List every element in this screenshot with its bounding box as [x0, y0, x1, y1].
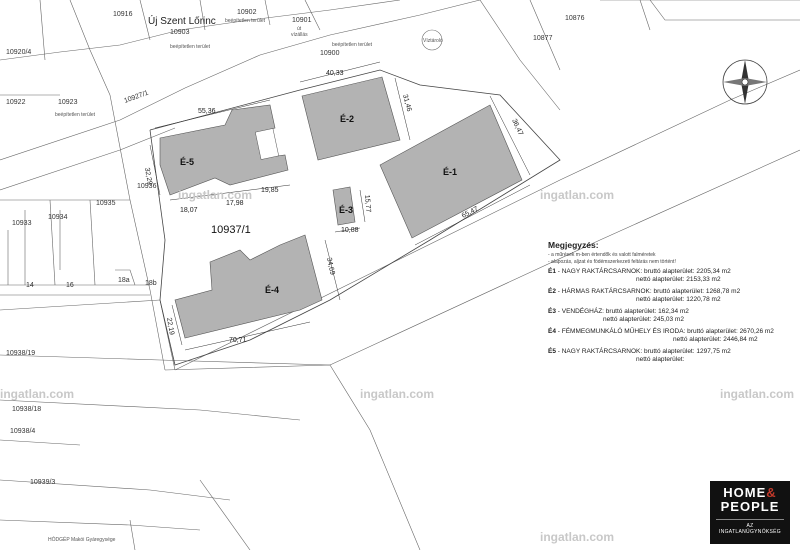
watermark: ingatlan.com — [720, 387, 794, 401]
legend-item-desc: - NAGY RAKTÁRCSARNOK: bruttó alapterület… — [555, 347, 731, 355]
parcel-label: 10935 — [96, 200, 116, 207]
brand-logo: HOME& PEOPLE AZ INGATLANÜGYNÖKSÉG — [710, 481, 790, 544]
parcel-label: 18b — [145, 280, 157, 287]
town-name: Új Szent Lőrinc — [148, 14, 216, 27]
north-arrow-icon — [722, 59, 768, 105]
watermark: ingatlan.com — [178, 188, 252, 202]
land-use-label: beépítetlen terület — [332, 42, 373, 48]
water-tower-icon — [421, 29, 443, 51]
legend-item-e3: É3 - VENDÉGHÁZ: bruttó alapterület: 162,… — [548, 308, 798, 316]
neighbor-label: HÓDGÉP Makói Gyáregysége — [48, 536, 116, 543]
parcel-label: 16 — [66, 282, 74, 289]
building-e2 — [301, 76, 401, 161]
parcel-label: 14 — [26, 282, 34, 289]
parcel-label: 10922 — [6, 99, 26, 106]
dimension-lines — [149, 61, 531, 351]
dimension-label: 15,77 — [363, 195, 372, 213]
legend-item-e5: É5 - NAGY RAKTÁRCSARNOK: bruttó alapterü… — [548, 348, 798, 356]
legend-item-e4: É4 - FÉMMEGMUNKÁLÓ MŰHELY ÉS IRODA: brut… — [548, 328, 798, 336]
legend-item-net: nettó alapterület: 2446,84 m2 — [673, 336, 758, 344]
legend-item-desc: - VENDÉGHÁZ: bruttó alapterület: 162,34 … — [555, 307, 689, 315]
legend-title: Megjegyzés: — [548, 240, 599, 250]
water-tower-label: Víztároló — [423, 38, 443, 44]
parcel-label: 10903 — [170, 29, 190, 36]
land-use-label: vízállás — [291, 32, 308, 38]
building-label-e2: É-2 — [340, 114, 354, 124]
watermark: ingatlan.com — [0, 387, 74, 401]
building-label-e3: É-3 — [339, 205, 353, 215]
parcel-label: 10923 — [58, 99, 78, 106]
building-e4 — [174, 234, 323, 339]
legend-item-desc: - FÉMMEGMUNKÁLÓ MŰHELY ÉS IRODA: bruttó … — [555, 327, 774, 335]
dimension-label: 31,46 — [401, 94, 412, 113]
dimension-label: 55,36 — [198, 108, 216, 115]
dimension-label: 10,88 — [341, 227, 359, 234]
watermark: ingatlan.com — [540, 530, 614, 544]
watermark: ingatlan.com — [540, 188, 614, 202]
legend-item-code: É5 — [548, 347, 556, 355]
legend-item-code: É3 — [548, 307, 556, 315]
land-use-label: beépítetlen terület — [55, 112, 96, 118]
buildings — [159, 76, 523, 339]
building-label-e1: É-1 — [443, 167, 457, 177]
dimension-label: 18,07 — [180, 207, 198, 214]
legend-item-code: É4 — [548, 327, 556, 335]
land-use-label: beépítetlen terület — [225, 18, 266, 24]
legend-item-desc: - HÁRMAS RAKTÁRCSARNOK: bruttó alapterül… — [555, 287, 741, 295]
dimension-label: 22,19 — [165, 317, 175, 336]
parcel-label: 10938/18 — [12, 406, 41, 413]
parcel-label: 10933 — [12, 220, 32, 227]
main-parcel-outline — [149, 69, 561, 366]
parcel-label: 10900 — [320, 50, 340, 57]
watermark: ingatlan.com — [360, 387, 434, 401]
parcel-label: 10927/1 — [123, 90, 149, 105]
parcel-label: 10876 — [565, 15, 585, 22]
legend-note: - alapozás, aljzat és födémszerkezeti fe… — [548, 258, 676, 265]
building-e3 — [332, 186, 356, 226]
dimension-label: 32,29 — [143, 167, 153, 186]
parcel-label: 10920/4 — [6, 49, 31, 56]
legend-item-code: É1 — [548, 268, 556, 276]
land-use-label: beépítetlen terület — [170, 44, 211, 50]
brand-ampersand: & — [766, 485, 777, 500]
dimension-label: 17,98 — [226, 200, 244, 207]
legend-item-net: nettó alapterület: 1220,78 m2 — [636, 296, 721, 304]
parcel-label: 10938/19 — [6, 350, 35, 357]
brand-word-home: HOME — [723, 485, 767, 500]
parcel-label: 10877 — [533, 35, 553, 42]
legend-item-e1: É1 - NAGY RAKTÁRCSARNOK: bruttó alapterü… — [548, 268, 798, 276]
dimension-label: 40,33 — [326, 70, 344, 77]
building-label-e5: É-5 — [180, 157, 194, 167]
dimension-label: 70,71 — [229, 337, 247, 344]
parcel-label: 18a — [118, 277, 130, 284]
legend-item-code: É2 — [548, 287, 556, 295]
legend-item-e2: É2 - HÁRMAS RAKTÁRCSARNOK: bruttó alapte… — [548, 288, 798, 296]
main-parcel-number: 10937/1 — [211, 224, 251, 236]
dimension-label: 36,47 — [510, 118, 524, 137]
building-label-e4: É-4 — [265, 285, 279, 295]
dimension-label: 19,85 — [261, 187, 279, 194]
parcel-label: 10938/4 — [10, 428, 35, 435]
land-use-label: út — [297, 26, 302, 32]
legend-panel: Megjegyzés: - a műrések m-ben értendők é… — [548, 240, 798, 364]
parcel-label: 10939/3 — [30, 479, 55, 486]
legend-item-desc: - NAGY RAKTÁRCSARNOK: bruttó alapterület… — [555, 268, 731, 276]
building-e1 — [379, 104, 523, 239]
parcel-label: 10916 — [113, 11, 133, 18]
parcel-label: 10934 — [48, 214, 68, 221]
courtyard — [254, 128, 280, 160]
parcel-label: 10902 — [237, 9, 257, 16]
parcel-label: 10936 — [137, 183, 157, 190]
legend-item-net: nettó alapterület: — [636, 355, 685, 363]
brand-tagline: AZ INGATLANÜGYNÖKSÉG — [716, 519, 784, 535]
parcel-label: 10901 — [292, 17, 312, 24]
legend-note: - a műrések m-ben értendők és valott fal… — [548, 252, 656, 259]
brand-word-people: PEOPLE — [720, 499, 780, 514]
legend-item-net: nettó alapterület: 2153,33 m2 — [636, 276, 721, 284]
dimension-label: 34,69 — [325, 257, 336, 276]
legend-item-net: nettó alapterület: 245,03 m2 — [603, 316, 684, 324]
